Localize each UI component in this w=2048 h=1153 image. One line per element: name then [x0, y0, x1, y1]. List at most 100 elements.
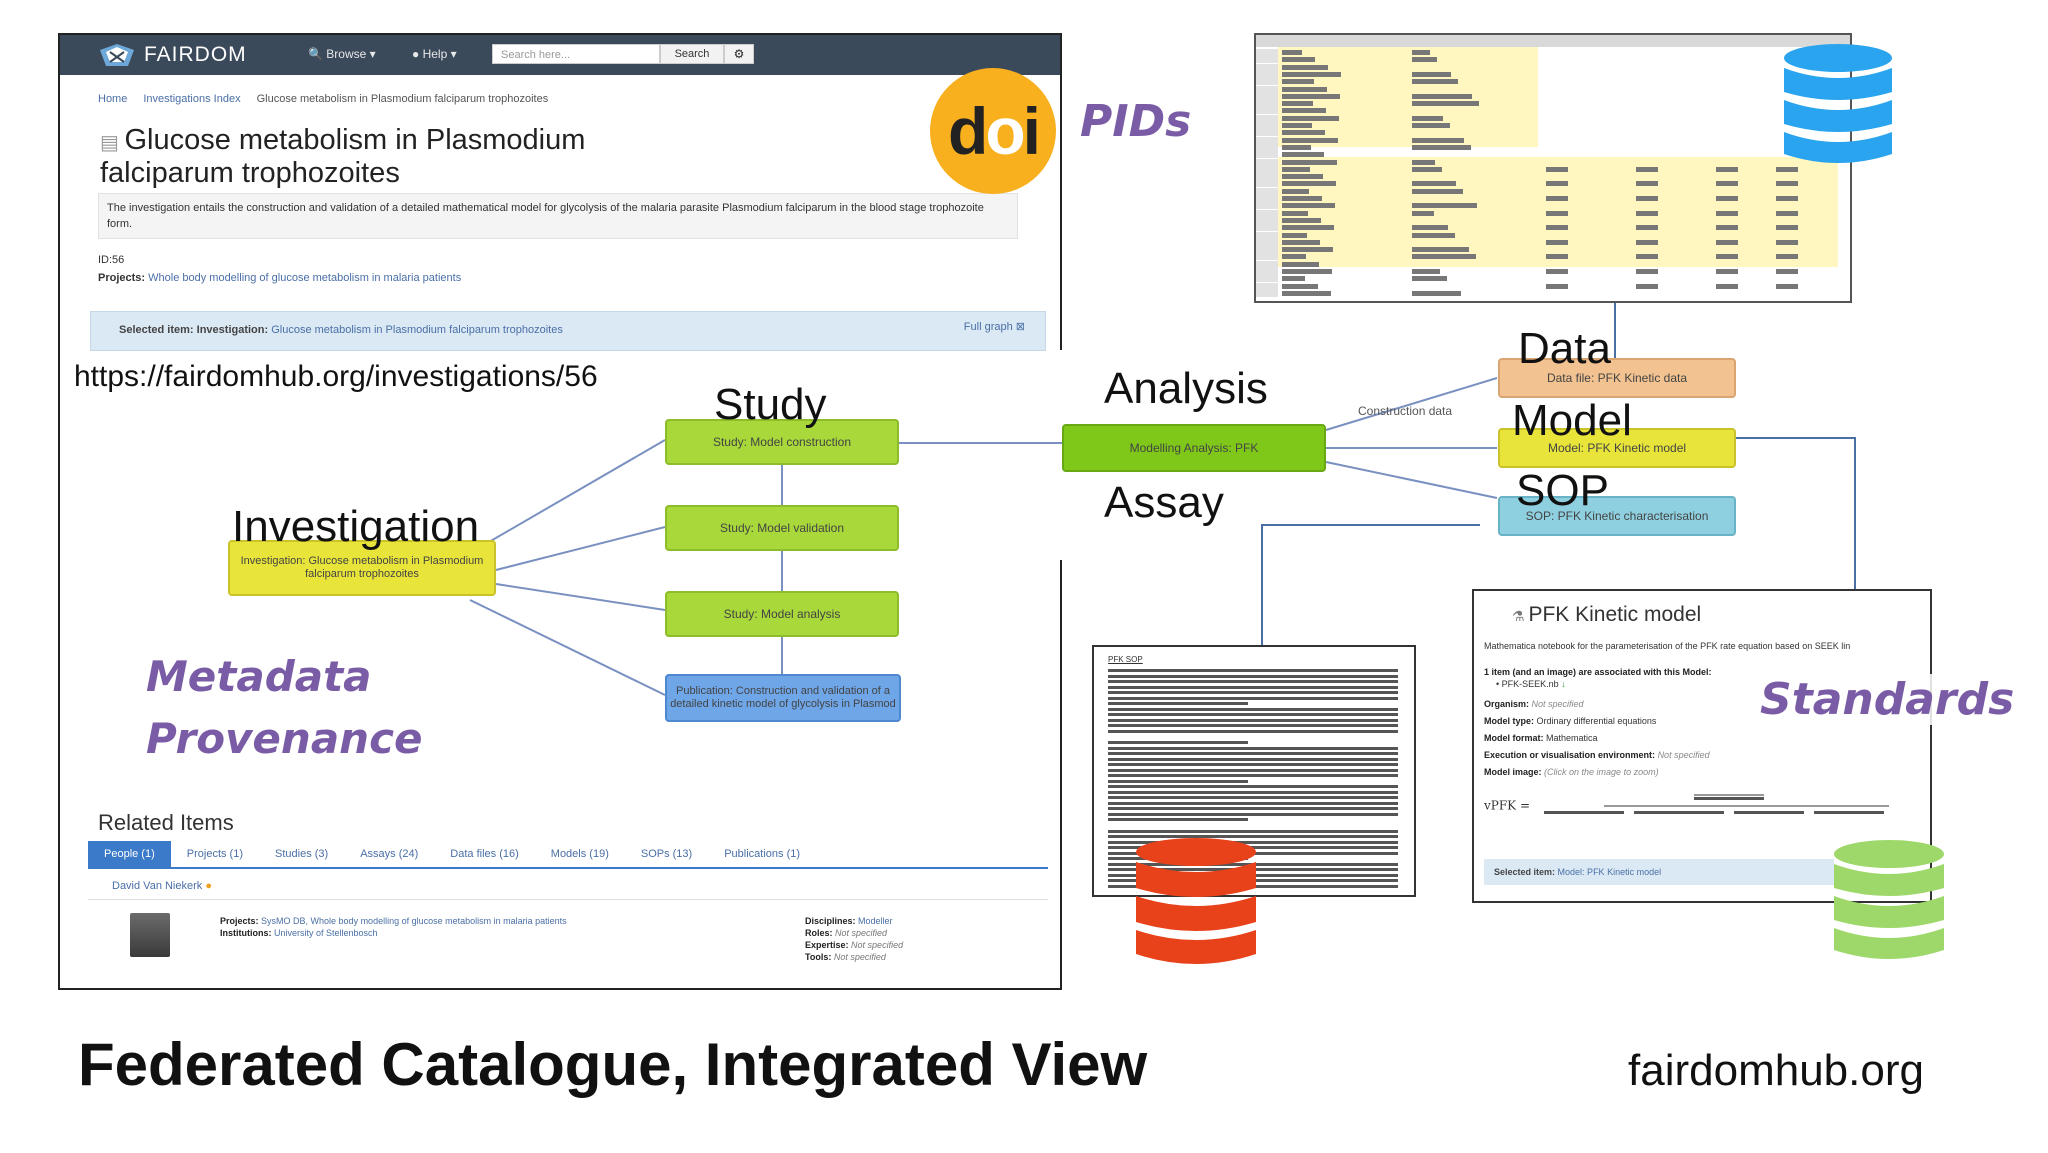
sop-text-line [1108, 774, 1398, 777]
expertise-value: Not specified [851, 940, 904, 950]
spreadsheet-row [1256, 224, 1850, 232]
disciplines-label: Disciplines: [805, 916, 856, 926]
spreadsheet-row-number [1256, 100, 1278, 108]
spreadsheet-cell [1282, 232, 1307, 238]
spreadsheet-cell [1636, 210, 1658, 216]
spreadsheet-cell [1412, 210, 1434, 216]
full-graph-label: Full graph [963, 321, 1013, 333]
spreadsheet-cell [1282, 86, 1327, 92]
tab-sops[interactable]: SOPs (13) [640, 848, 693, 860]
model-selected-link[interactable]: Model: PFK Kinetic model [1557, 867, 1662, 877]
spreadsheet-cell [1716, 210, 1738, 216]
tab-assays[interactable]: Assays (24) [360, 848, 419, 860]
selected-item-bar: Selected item: Investigation: Glucose me… [90, 311, 1046, 351]
spreadsheet-cell [1546, 166, 1568, 172]
selected-item-text: Selected item: Investigation: Glucose me… [119, 324, 563, 336]
spreadsheet-row-number [1256, 107, 1278, 115]
fairdom-logo[interactable]: FAIRDOM [98, 41, 247, 69]
model-subtitle: Mathematica notebook for the parameteris… [1484, 641, 1851, 651]
sop-label: SOP [1516, 466, 1609, 515]
sop-text-line [1108, 746, 1398, 750]
tab-people[interactable]: People (1) [88, 841, 171, 867]
database-icon-blue [1784, 44, 1892, 163]
spreadsheet-row-number [1256, 289, 1278, 297]
roles-label: Roles: [805, 928, 833, 938]
database-icon-red [1136, 838, 1256, 964]
investigation-id: ID:56 [98, 254, 125, 266]
doi-logo-o: o [985, 94, 1025, 168]
investigation-node[interactable]: Investigation: Glucose metabolism in Pla… [228, 540, 496, 596]
tab-studies[interactable]: Studies (3) [275, 848, 329, 860]
spreadsheet-row-number [1256, 165, 1278, 173]
spreadsheet-cell [1776, 225, 1798, 231]
spreadsheet-row-number [1256, 158, 1278, 166]
nav-help[interactable]: ● Help ▾ [412, 47, 457, 61]
spreadsheet-row [1256, 173, 1850, 181]
person-projects[interactable]: SysMO DB, Whole body modelling of glucos… [261, 916, 567, 926]
sop-text-line [1108, 741, 1248, 744]
spreadsheet-cell [1282, 108, 1326, 114]
provenance-label: Provenance [146, 714, 423, 763]
spreadsheet-cell [1282, 93, 1340, 99]
spreadsheet-row [1256, 289, 1850, 297]
search-button[interactable]: Search [660, 44, 724, 64]
spreadsheet-row-number [1256, 253, 1278, 261]
spreadsheet-row-number [1256, 56, 1278, 64]
breadcrumb-investigations[interactable]: Investigations Index [143, 93, 241, 105]
analysis-node[interactable]: Modelling Analysis: PFK [1062, 424, 1326, 472]
tab-models[interactable]: Models (19) [550, 848, 609, 860]
study-node-validation[interactable]: Study: Model validation [665, 505, 899, 551]
navbar: FAIRDOM 🔍 Browse ▾ ● Help ▾ Search here.… [60, 35, 1060, 75]
tab-projects[interactable]: Projects (1) [186, 848, 244, 860]
tab-publications[interactable]: Publications (1) [724, 848, 801, 860]
spreadsheet-row-number [1256, 238, 1278, 246]
person-name: David Van Niekerk [112, 880, 203, 892]
spreadsheet-row-number [1256, 143, 1278, 151]
model-image-value[interactable]: (Click on the image to zoom) [1544, 767, 1659, 777]
spreadsheet-cell [1716, 181, 1738, 187]
sop-node[interactable]: SOP: PFK Kinetic characterisation [1498, 496, 1736, 536]
spreadsheet-cell [1282, 269, 1332, 274]
spreadsheet-cell [1636, 196, 1658, 201]
nav-browse[interactable]: 🔍 Browse ▾ [308, 47, 376, 61]
spreadsheet-row [1256, 195, 1850, 202]
spreadsheet-cell [1546, 254, 1568, 260]
spreadsheet-cell [1282, 254, 1306, 260]
model-format-value: Mathematica [1546, 733, 1598, 743]
model-assoc-item[interactable]: PFK-SEEK.nb [1501, 679, 1559, 689]
sop-text-line [1108, 807, 1398, 810]
publication-node[interactable]: Publication: Construction and validation… [665, 674, 901, 722]
study-node-analysis[interactable]: Study: Model analysis [665, 591, 899, 637]
spreadsheet-cell [1282, 247, 1333, 253]
data-file-node[interactable]: Data file: PFK Kinetic data [1498, 358, 1736, 398]
full-graph-link[interactable]: Full graph ⊠ [963, 321, 1025, 333]
spreadsheet-cell [1412, 203, 1477, 209]
breadcrumb-home[interactable]: Home [98, 93, 128, 105]
gear-icon[interactable]: ⚙ [724, 44, 754, 64]
person-institutions[interactable]: University of Stellenbosch [274, 928, 378, 938]
person-name-link[interactable]: David Van Niekerk ● [112, 880, 212, 892]
spreadsheet-row [1256, 231, 1850, 239]
spreadsheet-row-number [1256, 209, 1278, 217]
spreadsheet-cell [1282, 210, 1308, 216]
spreadsheet-cell [1412, 276, 1447, 282]
roles-value: Not specified [835, 928, 888, 938]
tab-data-files[interactable]: Data files (16) [450, 848, 519, 860]
download-icon[interactable]: ↓ [1561, 679, 1566, 689]
model-organism-value: Not specified [1531, 699, 1584, 709]
avatar[interactable] [130, 913, 170, 957]
study-node-construction[interactable]: Study: Model construction [665, 419, 899, 465]
sop-text-line [1108, 702, 1248, 705]
model-node[interactable]: Model: PFK Kinetic model [1498, 428, 1736, 468]
search-input[interactable]: Search here... [492, 44, 660, 64]
related-items-tabs: People (1) Projects (1) Studies (3) Assa… [88, 841, 1048, 869]
spreadsheet-cell [1412, 71, 1451, 77]
disciplines-value[interactable]: Modeller [858, 916, 893, 926]
projects-link[interactable]: Whole body modelling of glucose metaboli… [148, 272, 462, 284]
selected-link[interactable]: Glucose metabolism in Plasmodium falcipa… [271, 324, 563, 336]
spreadsheet-cell [1546, 269, 1568, 274]
spreadsheet-row-number [1256, 187, 1278, 195]
sop-text-line [1108, 796, 1398, 799]
sop-text-line [1108, 846, 1398, 849]
